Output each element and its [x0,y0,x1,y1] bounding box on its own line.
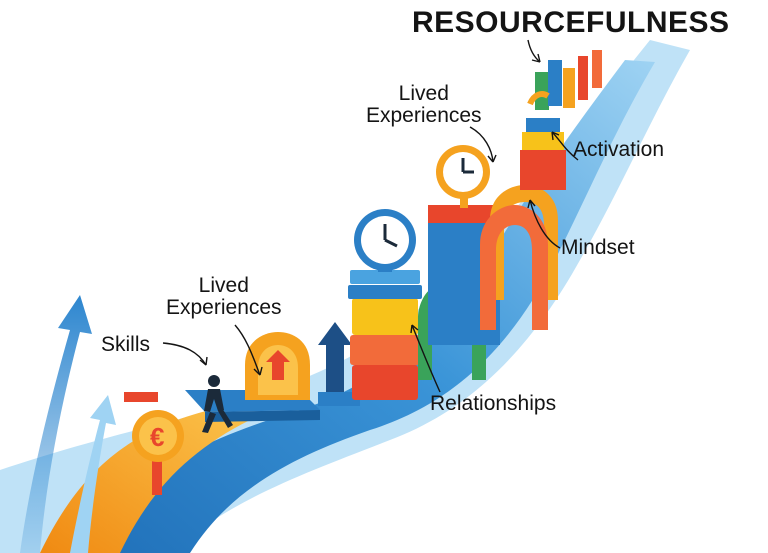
label-activation: Activation [573,138,665,161]
svg-text:€: € [150,422,164,452]
stacked-blocks-icon [348,270,422,400]
label-relationships: Relationships [430,392,557,415]
path-ribbon [0,40,690,553]
diagram-title: RESOURCEFULNESS [412,6,730,39]
label-skills: Skills [101,333,151,356]
upward-arrow-icon [318,322,360,406]
label-mindset: Mindset [561,236,635,259]
label-lived-experiences-upper: Lived Experiences [366,82,482,127]
callout-lines [162,39,579,393]
upward-arrow-icon [20,295,116,553]
tools-icon [527,50,602,110]
label-lived-experiences-lower: Lived Experiences [166,274,282,319]
arch-icon [480,185,558,330]
clock-icon [436,145,490,199]
lived-experiences-arch [245,332,310,400]
walking-person-icon [202,375,233,433]
stacked-blocks-icon [520,118,566,190]
euro-coin-icon: € [124,392,184,495]
clock-icon [354,209,416,272]
